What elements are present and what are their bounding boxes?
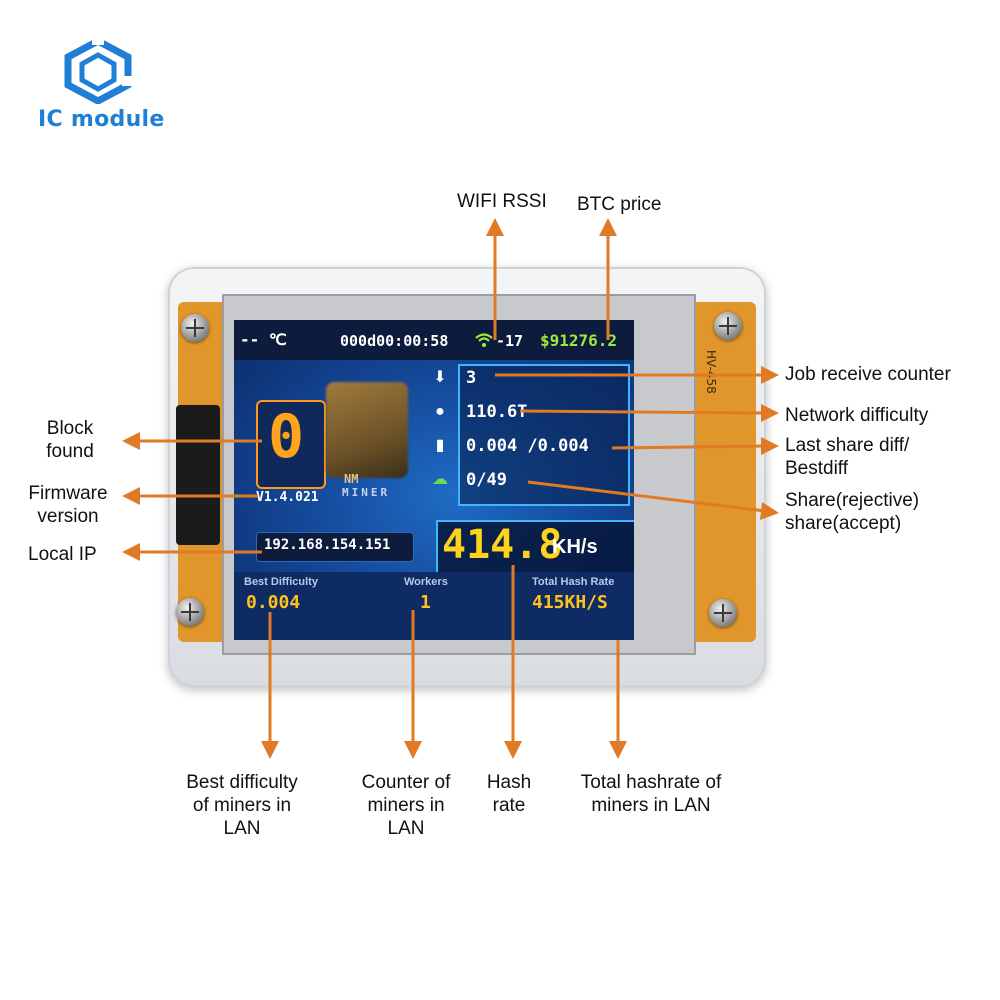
share-label: Share(rejective) share(accept) <box>785 490 920 534</box>
hashrate-value: 414.8 <box>442 522 563 568</box>
rssi-readout: -17 <box>496 332 524 350</box>
block-found-value: 0 <box>268 402 305 472</box>
bar-chart-icon: ▮ <box>435 437 445 454</box>
total-hash-rate-value: 415KH/S <box>532 592 608 613</box>
block-found-label: Block found <box>46 418 94 462</box>
shares-value: 0/49 <box>466 470 507 490</box>
last-share-diff-label: Last share diff/ Bestdiff <box>785 435 910 479</box>
miner-robot-logo <box>326 382 408 478</box>
total-hashrate-callout: Total hashrate of miners in LAN <box>580 772 722 816</box>
uptime-readout: 000d00:00:58 <box>340 332 449 350</box>
btc-price-readout: $91276.2 <box>540 331 618 350</box>
workers-label: Workers <box>404 576 448 588</box>
cloud-upload-icon: ☁ <box>432 471 448 488</box>
workers-value: 1 <box>420 592 431 613</box>
status-bar <box>234 320 634 360</box>
job-receive-counter-label: Job receive counter <box>785 364 951 385</box>
best-difficulty-callout: Best difficulty of miners in LAN <box>186 772 298 839</box>
wifi-icon <box>475 333 493 347</box>
hash-rate-callout: Hash rate <box>486 772 532 816</box>
top-left-screw-icon <box>181 314 209 342</box>
lan-stats-bar <box>234 572 634 640</box>
local-ip-label: Local IP <box>28 544 97 565</box>
lcd-screen: -- ℃ 000d00:00:58 -17 $91276.2 0 V1.4.02… <box>234 320 634 640</box>
network-difficulty-value: 110.6T <box>466 402 528 422</box>
brand-text: NM <box>344 472 359 486</box>
network-difficulty-label: Network difficulty <box>785 405 929 426</box>
globe-icon: ● <box>435 403 445 420</box>
hashrate-unit: KH/s <box>552 536 598 558</box>
wifi-rssi-label: WIFI RSSI <box>457 191 547 212</box>
firmware-readout: V1.4.021 <box>256 490 319 505</box>
top-right-screw-icon <box>714 312 742 340</box>
total-hash-rate-label: Total Hash Rate <box>532 576 615 588</box>
counter-of-miners-callout: Counter of miners in LAN <box>361 772 451 839</box>
stats-box <box>458 364 630 506</box>
share-diff-arrow <box>611 444 766 450</box>
bottom-right-screw-icon <box>709 599 737 627</box>
network-difficulty-arrow <box>519 409 766 415</box>
btc-price-label: BTC price <box>577 194 662 215</box>
side-connector <box>176 405 220 545</box>
share-diff-value: 0.004 /0.004 <box>466 436 589 456</box>
logo-text: IC module <box>38 107 165 132</box>
job-counter-value: 3 <box>466 368 477 388</box>
temperature-readout: -- ℃ <box>240 330 287 349</box>
best-difficulty-value: 0.004 <box>246 592 301 613</box>
block-found-box <box>256 400 326 489</box>
download-icon: ⬇ <box>433 369 447 386</box>
local-ip-box <box>256 532 414 562</box>
hashrate-box <box>436 520 634 574</box>
share-arrow <box>527 480 766 513</box>
local-ip-value: 192.168.154.151 <box>264 537 391 553</box>
best-difficulty-label: Best Difficulty <box>244 576 318 588</box>
miner-text: MINER <box>342 486 391 499</box>
firmware-version-label: Firmware version <box>28 483 108 527</box>
bottom-left-screw-icon <box>176 598 204 626</box>
ic-module-logo-icon <box>64 38 132 104</box>
